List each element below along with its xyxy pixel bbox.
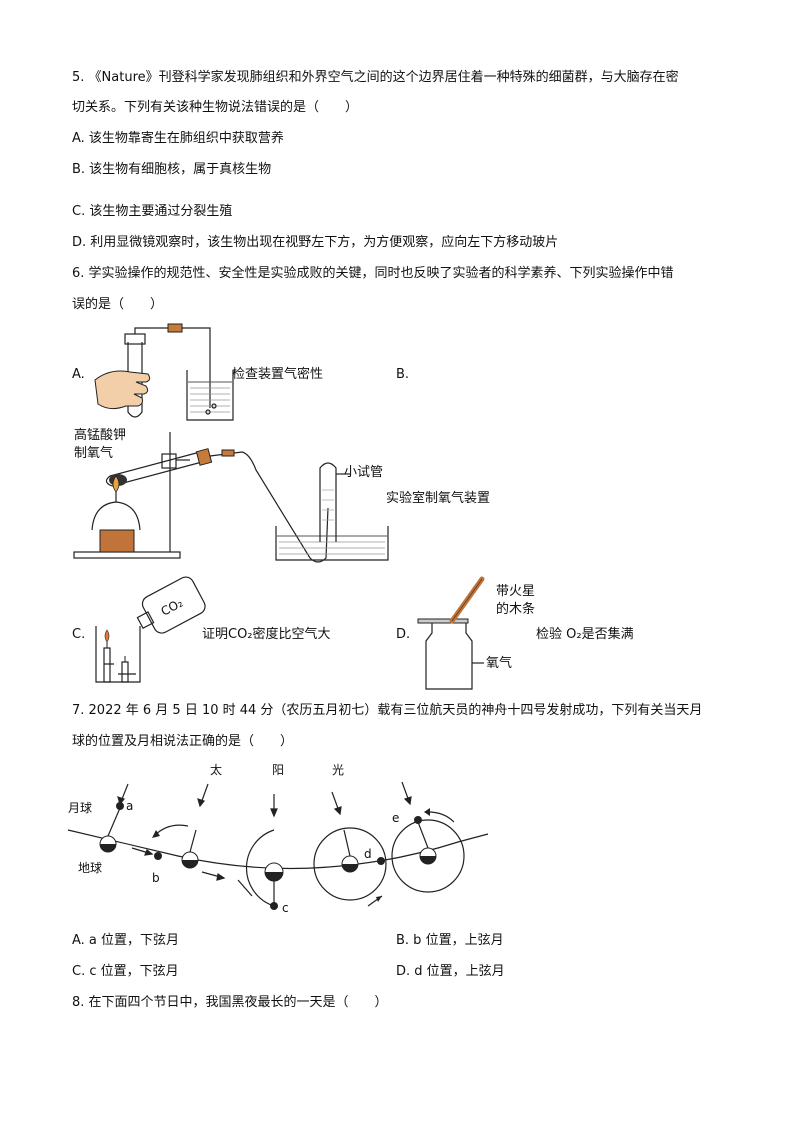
q7-option-c: C. c 位置，下弦月 [72,964,179,979]
q7-pos-d-label: d [364,847,372,861]
q6-option-b-letter: B. [396,367,410,382]
q7-pos-b-label: b [152,871,160,885]
q7-earth-label: 地球 [78,861,102,875]
q8-stem: 8. 在下面四个节日中，我国黑夜最长的一天是（ ） [72,995,388,1010]
q6-option-b-tube-label: 小试管 [344,465,384,480]
q6-option-c-bottle-label: CO₂ [159,596,186,619]
q6-stem-line2: 误的是（ ） [72,297,164,312]
q7-sun-char-2: 阳 [272,763,284,777]
q6-option-a-figure [94,323,234,421]
q6-option-c-caption: 证明CO₂密度比空气大 [202,627,331,642]
q5-option-d: D. 利用显微镜观察时，该生物出现在视野左下方，为方便观察，应向左下方移动玻片 [72,235,559,250]
q6-option-b-reagent-2: 制氧气 [74,446,114,461]
q7-option-a: A. a 位置，下弦月 [72,933,180,948]
q6-option-d-letter: D. [396,627,411,642]
q7-option-d: D. d 位置，上弦月 [396,964,505,979]
q7-pos-a-label: a [126,799,133,813]
q5-stem-line2: 切关系。下列有关该种生物说法错误的是（ ） [72,100,359,115]
q7-pos-c-label: c [282,901,289,915]
q6-option-b-caption: 实验室制氧气装置 [386,491,491,506]
q5-option-b: B. 该生物有细胞核，属于真核生物 [72,162,272,177]
q7-moon-orbit-diagram: 太 阳 光 月球 a b 地球 c d e [67,762,489,915]
q7-sun-char-3: 光 [332,763,344,777]
q6-option-c-figure: CO₂ [95,576,206,683]
q6-option-b-reagent-1: 高锰酸钾 [74,428,127,443]
q6-option-d-caption: 检验 O₂是否集满 [536,627,634,642]
q6-option-b-figure [73,432,389,563]
q6-option-d-splint-1: 带火星 [496,584,536,599]
q6-option-d-gas-label: 氧气 [486,656,513,671]
q7-sun-char-1: 太 [210,762,222,777]
q7-option-b: B. b 位置，上弦月 [396,933,504,948]
q5-option-a: A. 该生物靠寄生在肺组织中获取营养 [72,131,284,146]
q7-moon-label: 月球 [68,801,92,815]
q5-stem-line1: 5. 《Nature》刊登科学家发现肺组织和外界空气之间的这个边界居住着一种特殊… [72,70,679,85]
q7-stem-line1: 7. 2022 年 6 月 5 日 10 时 44 分（农历五月初七）载有三位航… [72,703,703,718]
q6-option-a-letter: A. [72,367,85,382]
q7-stem-line2: 球的位置及月相说法正确的是（ ） [72,734,294,749]
q7-pos-e-label: e [392,811,399,825]
q6-stem-line1: 6. 学实验操作的规范性、安全性是实验成败的关键，同时也反映了实验者的科学素养、… [72,266,674,281]
q5-option-c: C. 该生物主要通过分裂生殖 [72,204,233,219]
q6-option-a-caption: 检查装置气密性 [232,367,324,382]
q6-option-d-splint-2: 的木条 [496,602,536,617]
q6-option-d-figure [417,576,485,690]
q6-option-c-letter: C. [72,627,86,642]
